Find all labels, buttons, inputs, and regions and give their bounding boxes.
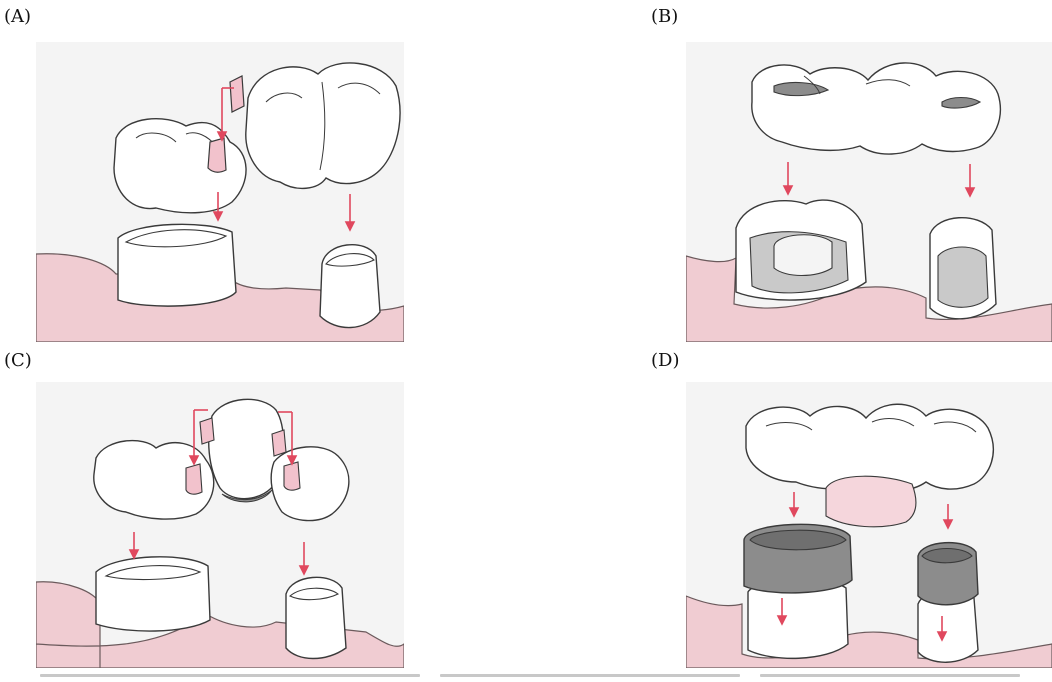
bridge-crown-right: [270, 446, 350, 522]
insertion-arrows: [128, 409, 310, 576]
panel-d-illustration: [686, 382, 1052, 668]
crown-cusp-lines-right: [265, 82, 381, 103]
gum-line: [686, 595, 1052, 668]
abutment-occlusal-right: [325, 253, 375, 267]
insertion-arrows: [782, 162, 976, 198]
panel-c-svg: [36, 382, 404, 668]
pontic-pink-base: [825, 475, 917, 528]
attachment-key: [229, 75, 245, 113]
panel-a-svg: [36, 42, 404, 342]
abutment-occlusal-left: [104, 565, 202, 581]
bridge-three-unit: [745, 403, 994, 492]
panel-b-label: (B): [651, 6, 679, 27]
insertion-arrows: [776, 492, 954, 642]
panel-c-illustration: [36, 382, 404, 668]
abutment-tooth-left: [95, 556, 211, 632]
metal-coping-right-top: [921, 547, 973, 564]
insertion-arrows: [212, 87, 356, 232]
pontic-seam: [319, 81, 326, 171]
panel-d-label: (D): [651, 350, 680, 371]
crown-cusp-lines: [803, 75, 911, 95]
panel-a-illustration: [36, 42, 404, 342]
attachment-key-right: [271, 429, 287, 457]
attachment-key-left: [199, 417, 215, 445]
metal-coping-left-top: [749, 529, 847, 551]
attachment-keyway: [207, 137, 227, 173]
bridge-pontic-and-right-crown: [245, 62, 401, 189]
prep-surface-right: [937, 246, 989, 308]
inlay-recess-right: [941, 96, 982, 109]
panel-d-svg: [686, 382, 1052, 668]
abutment-occlusal-right: [289, 587, 340, 601]
bridge-three-unit: [751, 62, 1001, 155]
panel-a-label: (A): [4, 6, 32, 27]
abutment-tooth-right: [285, 576, 347, 660]
attachment-keyway-left: [185, 463, 203, 495]
prep-core-left: [773, 234, 833, 276]
panel-b-illustration: [686, 42, 1052, 342]
bridge-crown-left: [93, 439, 215, 520]
panel-c-label: (C): [4, 350, 32, 371]
cropped-caption-strip: [0, 672, 1052, 682]
crown-cusp-lines: [765, 418, 977, 433]
abutment-tooth-left: [117, 223, 237, 307]
abutment-occlusal-left: [124, 229, 228, 248]
attachment-keyway-right: [283, 461, 301, 491]
panel-b-svg: [686, 42, 1052, 342]
